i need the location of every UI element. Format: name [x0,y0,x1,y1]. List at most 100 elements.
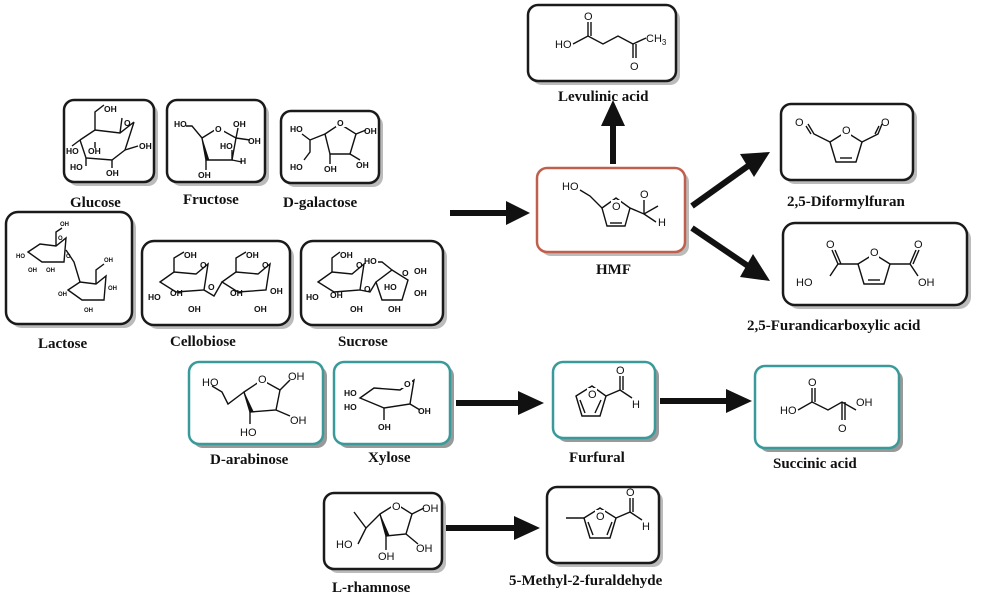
structure-succinic-acid: HO O O OH [780,377,873,435]
svg-text:HO: HO [220,141,233,151]
label-l-rhamnose: L-rhamnose [332,580,411,596]
svg-text:OH: OH [84,308,93,314]
label-d-galactose: D-galactose [283,195,357,211]
svg-text:O: O [402,268,409,278]
label-xylose: Xylose [368,450,411,466]
structure-furfural: O O H [575,365,640,417]
structure-methyl-furaldehyde: O O H [566,487,650,539]
label-levulinic-acid: Levulinic acid [558,89,649,105]
svg-text:HO: HO [240,427,257,439]
label-furandicarboxylic-acid: 2,5-Furandicarboxylic acid [747,318,921,334]
svg-text:OH: OH [378,422,391,432]
arrow-hmf-to-furandicarboxylic-acid [690,225,770,281]
box-d-galactose [279,109,383,187]
structure-d-galactose: O OH OH OH HO HO [290,118,377,174]
svg-text:O: O [584,11,593,23]
svg-text:OH: OH [184,250,197,260]
svg-text:O: O [66,254,71,260]
box-diformylfuran [779,102,917,184]
arrow-xylose-to-furfural [456,391,544,415]
svg-text:HO: HO [306,292,319,302]
svg-text:O: O [258,374,267,386]
svg-text:O: O [588,389,597,401]
svg-text:OH: OH [918,277,935,289]
svg-text:O: O [596,511,605,523]
label-glucose: Glucose [70,195,121,211]
box-d-arabinose [187,360,327,448]
svg-text:HO: HO [796,277,813,289]
structure-diformylfuran: O O O [795,117,890,163]
label-succinic-acid: Succinic acid [773,456,857,472]
structure-d-arabinose: O OH OH HO HO [202,371,307,439]
svg-text:HO: HO [780,405,797,417]
svg-text:HO: HO [344,402,357,412]
svg-text:HO: HO [174,119,187,129]
svg-text:OH: OH [378,551,395,563]
svg-text:OH: OH [350,304,363,314]
structure-xylose: O OH OH HO HO [344,378,431,432]
label-d-arabinose: D-arabinose [210,452,289,468]
box-cellobiose [140,239,294,329]
svg-text:OH: OH [290,415,307,427]
svg-text:O: O [808,377,817,389]
svg-text:O: O [356,260,363,270]
svg-text:HO: HO [16,254,25,260]
arrow-hmf-to-levulinic-acid [601,100,625,164]
svg-text:OH: OH [364,126,377,136]
svg-text:OH: OH [414,288,427,298]
svg-text:O: O [616,365,625,377]
label-fructose: Fructose [183,192,239,208]
svg-text:HO: HO [344,388,357,398]
box-xylose [332,360,454,448]
svg-text:O: O [58,236,63,242]
svg-text:HO: HO [66,146,79,156]
structure-sucrose: OH O O O HO HO OH OH HO OH OH OH [306,250,427,314]
box-sucrose [299,239,447,329]
svg-text:O: O [392,501,401,513]
svg-text:O: O [838,423,847,435]
svg-text:H: H [240,156,246,166]
arrow-sugars-to-hmf [450,201,530,225]
box-methyl-furaldehyde [545,485,663,567]
structure-hmf: O HO O H [562,181,666,229]
svg-text:H: H [642,521,650,533]
svg-text:HO: HO [384,282,397,292]
svg-text:OH: OH [233,119,246,129]
svg-text:HO: HO [148,292,161,302]
svg-text:HO: HO [202,377,219,389]
svg-text:O: O [795,117,804,129]
svg-text:OH: OH [330,290,343,300]
svg-text:O: O [630,61,639,73]
svg-text:OH: OH [324,164,337,174]
box-hmf [535,166,689,256]
svg-text:H: H [632,399,640,411]
box-furfural [551,360,659,442]
svg-text:O: O [842,125,851,137]
svg-text:OH: OH [288,371,305,383]
box-furandicarboxylic-acid [781,221,971,309]
svg-text:OH: OH [46,268,55,274]
box-glucose [62,98,158,186]
structure-furandicarboxylic-acid: O O HO O OH [796,239,935,289]
svg-text:OH: OH [246,250,259,260]
structure-lactose: O O HO OH OH OH OH OH OH OH [16,222,117,314]
svg-text:OH: OH [60,222,69,228]
arrow-furfural-to-succinic-acid [660,389,752,413]
svg-text:CH3: CH3 [646,33,667,47]
svg-text:O: O [215,124,222,134]
svg-text:O: O [262,260,269,270]
structure-fructose: O HO OH OH HO H OH [174,119,261,180]
svg-text:OH: OH [230,288,243,298]
svg-text:O: O [914,239,923,251]
svg-text:O: O [208,282,215,292]
svg-text:O: O [200,260,207,270]
svg-text:OH: OH [418,406,431,416]
svg-text:OH: OH [188,304,201,314]
svg-text:OH: OH [88,146,101,156]
svg-text:O: O [826,239,835,251]
box-succinic-acid [753,364,903,452]
arrow-hmf-to-diformylfuran [690,152,770,209]
svg-text:O: O [870,247,879,259]
label-hmf: HMF [596,262,631,278]
